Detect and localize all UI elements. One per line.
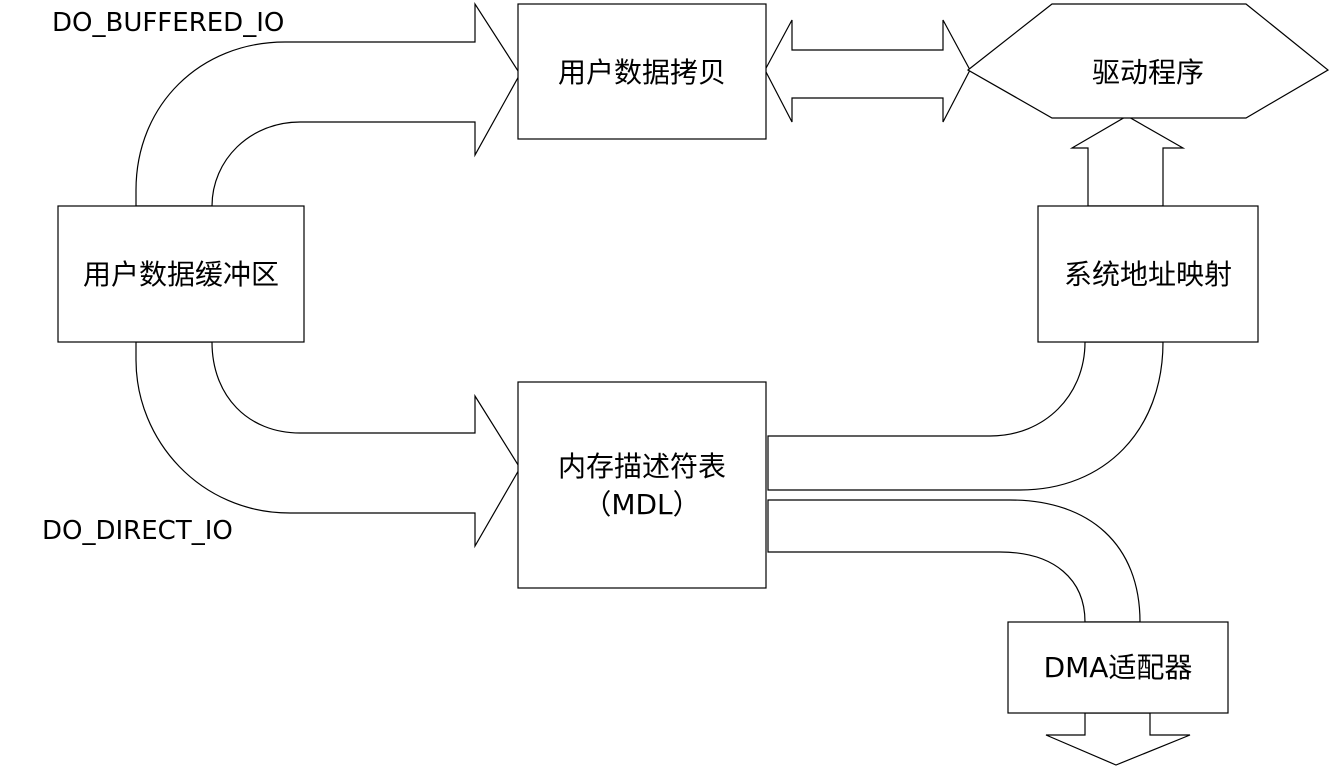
dma-output-arrow — [1045, 712, 1191, 766]
dma-text: DMA适配器 — [1044, 651, 1193, 684]
user-buffer-text: 用户数据缓冲区 — [83, 258, 279, 291]
user-buffer-box — [57, 205, 305, 343]
sys-map-box — [1037, 205, 1259, 343]
buffered-io-label: DO_BUFFERED_IO — [52, 8, 284, 38]
mdl-text-line1: 内存描述符表 — [558, 450, 726, 483]
buffered-io-arrow — [135, 1, 521, 207]
driver-hexagon — [966, 3, 1330, 119]
sysmap-to-driver-arrow — [1069, 115, 1186, 207]
mdl-to-sysmap-band — [767, 341, 1164, 491]
copy-driver-double-arrow — [764, 19, 971, 123]
dma-box — [1007, 621, 1229, 714]
direct-io-arrow — [135, 341, 521, 549]
user-copy-text: 用户数据拷贝 — [558, 56, 726, 89]
sys-map-text: 系统地址映射 — [1064, 258, 1232, 291]
mdl-box — [517, 381, 767, 589]
mdl-to-dma-band — [767, 499, 1141, 623]
user-copy-box — [517, 3, 767, 140]
mdl-text-line2: （MDL） — [583, 488, 700, 521]
driver-text: 驱动程序 — [1092, 56, 1204, 89]
direct-io-label: DO_DIRECT_IO — [42, 516, 233, 546]
